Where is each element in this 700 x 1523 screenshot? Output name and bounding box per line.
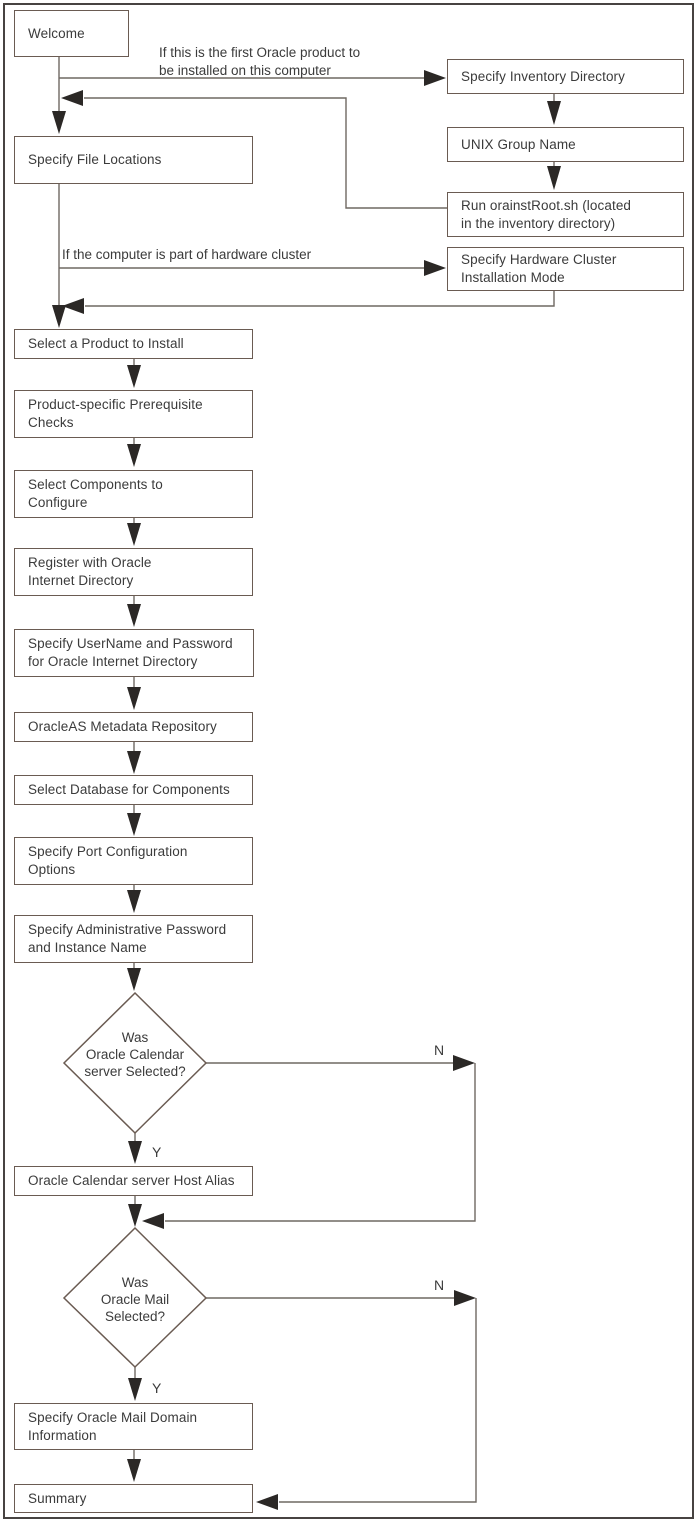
arrowhead-down xyxy=(128,1141,142,1164)
arrowhead-down xyxy=(127,813,141,836)
node-admin-password-line2: and Instance Name xyxy=(28,940,147,955)
decision-calendar-line1: Was xyxy=(121,1030,149,1045)
node-mail-domain: Specify Oracle Mail Domain Information xyxy=(14,1403,253,1450)
arrowhead-down xyxy=(127,1459,141,1482)
node-specify-hardware-cluster-line2: Installation Mode xyxy=(461,270,565,285)
node-select-components-line1: Select Components to xyxy=(28,477,163,492)
node-specify-hardware-cluster: Specify Hardware Cluster Installation Mo… xyxy=(447,247,684,291)
edge-label-first-oracle-product-line2: be installed on this computer xyxy=(159,63,331,78)
edge-label-calendar-yes: Y xyxy=(152,1144,162,1160)
arrowhead-down xyxy=(547,101,561,125)
arrowhead-down xyxy=(127,365,141,388)
arrowhead-down xyxy=(127,687,141,710)
node-specify-file-locations-label: Specify File Locations xyxy=(28,152,162,167)
arrowhead-down xyxy=(127,523,141,546)
decision-mail-text: Was Oracle Mail Selected? xyxy=(60,1274,210,1325)
arrowhead-down xyxy=(127,751,141,774)
node-register-oid: Register with Oracle Internet Directory xyxy=(14,548,253,596)
arrowhead-left xyxy=(61,90,83,106)
node-run-orainstroot: Run orainstRoot.sh (located in the inven… xyxy=(447,192,684,237)
node-unix-group-name: UNIX Group Name xyxy=(447,127,684,162)
node-metadata-repository-label: OracleAS Metadata Repository xyxy=(28,719,217,734)
arrowhead-down xyxy=(127,890,141,913)
edge-label-mail-no: N xyxy=(434,1277,445,1293)
node-admin-password: Specify Administrative Password and Inst… xyxy=(14,915,253,963)
arrowhead-down xyxy=(128,1378,142,1401)
node-select-product-label: Select a Product to Install xyxy=(28,336,184,351)
edge-label-hardware-cluster: If the computer is part of hardware clus… xyxy=(62,247,312,262)
node-specify-username-password: Specify UserName and Password for Oracle… xyxy=(14,629,254,677)
edge-label-first-oracle-product-line1: If this is the first Oracle product to xyxy=(159,45,361,60)
node-select-components-line2: Configure xyxy=(28,495,88,510)
arrowhead-down xyxy=(547,166,561,190)
node-calendar-host-alias-label: Oracle Calendar server Host Alias xyxy=(28,1173,235,1188)
node-welcome: Welcome xyxy=(14,10,129,57)
node-summary: Summary xyxy=(14,1484,253,1513)
arrowhead-down xyxy=(127,968,141,991)
node-port-configuration-line1: Specify Port Configuration xyxy=(28,844,188,859)
node-register-oid-line1: Register with Oracle xyxy=(28,555,152,570)
node-summary-label: Summary xyxy=(28,1490,87,1506)
node-specify-file-locations: Specify File Locations xyxy=(14,136,253,184)
node-metadata-repository: OracleAS Metadata Repository xyxy=(14,712,253,742)
node-run-orainstroot-line2: in the inventory directory) xyxy=(461,215,616,231)
node-specify-username-password-line1: Specify UserName and Password xyxy=(28,636,233,651)
node-specify-hardware-cluster-line1: Specify Hardware Cluster xyxy=(461,252,617,267)
decision-mail-line3: Selected? xyxy=(104,1309,166,1324)
decision-calendar-diamond xyxy=(62,991,208,1135)
decision-calendar-line2: Oracle Calendar xyxy=(85,1047,185,1062)
edge-label-calendar-no: N xyxy=(434,1042,445,1058)
decision-mail-line1: Was xyxy=(121,1275,149,1290)
node-select-product: Select a Product to Install xyxy=(14,329,253,359)
arrowhead-down xyxy=(52,305,66,328)
arrowhead-right xyxy=(424,260,446,276)
arrowhead-right xyxy=(453,1055,475,1071)
arrowhead-right xyxy=(454,1290,476,1306)
diagram-frame xyxy=(3,3,694,1519)
arrowhead-down xyxy=(52,111,66,134)
node-unix-group-name-label: UNIX Group Name xyxy=(461,136,576,152)
node-calendar-host-alias: Oracle Calendar server Host Alias xyxy=(14,1166,253,1196)
edge-label-mail-yes: Y xyxy=(152,1380,162,1396)
node-register-oid-line2: Internet Directory xyxy=(28,573,134,588)
node-mail-domain-line2: Information xyxy=(28,1427,97,1443)
node-select-components: Select Components to Configure xyxy=(14,470,253,518)
node-select-database-label: Select Database for Components xyxy=(28,782,230,797)
node-specify-inventory-directory-label: Specify Inventory Directory xyxy=(461,68,626,84)
decision-calendar-line3: server Selected? xyxy=(84,1064,186,1079)
node-prerequisite-checks: Product-specific Prerequisite Checks xyxy=(14,390,253,438)
node-run-orainstroot-line1: Run orainstRoot.sh (located xyxy=(461,197,632,213)
arrowhead-down xyxy=(128,1204,142,1227)
edge-label-first-oracle-product: If this is the first Oracle product to b… xyxy=(159,44,360,80)
node-select-database: Select Database for Components xyxy=(14,775,253,805)
arrowhead-left xyxy=(142,1213,164,1229)
node-port-configuration: Specify Port Configuration Options xyxy=(14,837,253,885)
node-specify-inventory-directory: Specify Inventory Directory xyxy=(447,59,684,94)
node-specify-username-password-line2: for Oracle Internet Directory xyxy=(28,654,198,669)
node-prerequisite-checks-line1: Product-specific Prerequisite xyxy=(28,397,203,412)
arrowhead-right xyxy=(424,70,446,86)
decision-calendar-text: Was Oracle Calendar server Selected? xyxy=(60,1029,210,1080)
arrowhead-left xyxy=(256,1494,278,1510)
node-prerequisite-checks-line2: Checks xyxy=(28,415,74,430)
decision-mail-diamond xyxy=(62,1226,208,1369)
node-mail-domain-line1: Specify Oracle Mail Domain xyxy=(28,1409,198,1425)
arrowhead-down xyxy=(127,604,141,627)
arrowhead-down xyxy=(127,444,141,467)
arrowhead-left xyxy=(62,298,84,314)
node-admin-password-line1: Specify Administrative Password xyxy=(28,922,227,937)
node-welcome-label: Welcome xyxy=(28,25,85,41)
node-port-configuration-line2: Options xyxy=(28,862,76,877)
decision-mail-line2: Oracle Mail xyxy=(100,1292,170,1307)
